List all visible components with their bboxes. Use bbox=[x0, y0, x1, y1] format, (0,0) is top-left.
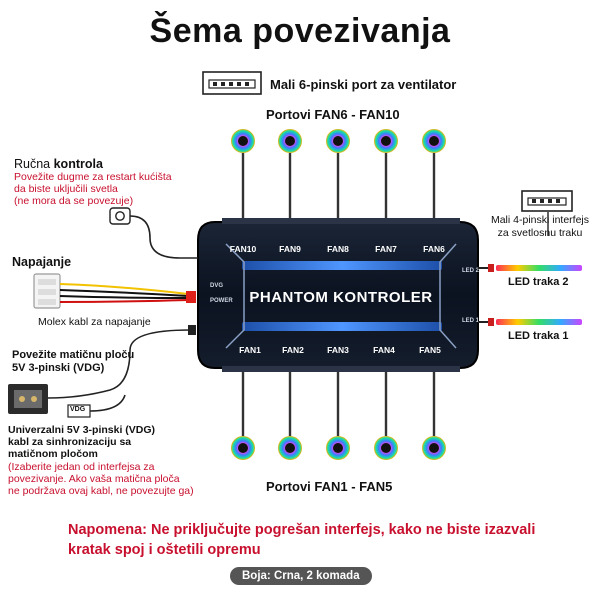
manual-desc-3: (ne mora da se povezuje) bbox=[14, 195, 134, 207]
mobo-warn-1: (Izaberite jedan od interfejsa za bbox=[8, 461, 155, 473]
bottom-light-band bbox=[242, 322, 442, 331]
warning-line-2: kratak spoj i oštetili opremu bbox=[68, 542, 261, 558]
top-light-band bbox=[242, 261, 442, 270]
color-badge: Boja: Crna, 2 komada bbox=[230, 567, 372, 585]
svg-text:DVG: DVG bbox=[210, 283, 223, 289]
port-label-fan4: FAN4 bbox=[373, 345, 395, 355]
mobo-warn-3: ne podržava ovaj kabl, ne povezujte ga) bbox=[8, 485, 194, 497]
fan-top-3 bbox=[326, 129, 350, 218]
fan-top-4 bbox=[374, 129, 398, 218]
led-interface-1: Mali 4-pinski interfejs bbox=[490, 214, 590, 226]
power-heading: Napajanje bbox=[12, 255, 72, 269]
led-strip-1-label: LED traka 1 bbox=[508, 330, 569, 342]
manual-desc-1: Povežite dugme za restart kućišta bbox=[14, 171, 172, 183]
bottom-ports-label: Portovi FAN1 - FAN5 bbox=[266, 479, 393, 494]
molex-connector-icon bbox=[33, 273, 196, 309]
vdg-cable-icon bbox=[47, 325, 196, 418]
mobo-warning-block: (Izaberite jedan od interfejsa za povezi… bbox=[8, 461, 194, 497]
vdg-tag: VDG bbox=[70, 406, 86, 413]
port-label-fan2: FAN2 bbox=[282, 345, 304, 355]
led2-port-label: LED 2 bbox=[462, 268, 480, 274]
universal-cable-block: Univerzalni 5V 3-pinski (VDG) kabl za si… bbox=[8, 424, 155, 460]
port-label-fan7: FAN7 bbox=[375, 244, 397, 254]
port-label-fan5: FAN5 bbox=[419, 345, 441, 355]
fan-bottom-5 bbox=[422, 368, 446, 460]
fan-bottom-1 bbox=[231, 368, 255, 460]
mobo-heading-1: Povežite matičnu ploču bbox=[12, 349, 135, 361]
manual-heading-bold: kontrola bbox=[53, 157, 103, 171]
power-port-label: POWER bbox=[210, 298, 233, 304]
port-label-fan9: FAN9 bbox=[279, 244, 301, 254]
six-pin-port-label: Mali 6-pinski port za ventilator bbox=[270, 77, 457, 92]
bottom-fans bbox=[231, 368, 446, 460]
port-label-fan6: FAN6 bbox=[423, 244, 445, 254]
fan-bottom-3 bbox=[326, 368, 350, 460]
universal-3: matičnom pločom bbox=[8, 448, 98, 460]
led-interface-label: Mali 4-pinski interfejs za svetlosnu tra… bbox=[484, 214, 596, 240]
page-title: Šema povezivanja bbox=[149, 12, 451, 50]
fan-bottom-4 bbox=[374, 368, 398, 460]
warning-line-1: Napomena: Ne priključujte pogrešan inter… bbox=[68, 522, 536, 538]
reset-button-icon bbox=[109, 207, 198, 259]
mobo-heading: Povežite matičnu ploču 5V 3-pinski (VDG) bbox=[12, 349, 134, 375]
fan-top-1 bbox=[231, 129, 255, 218]
four-pin-interface-icon bbox=[521, 190, 573, 212]
mobo-heading-2: 5V 3-pinski (VDG) bbox=[12, 362, 105, 374]
main-warning: Napomena: Ne priključujte pogrešan inter… bbox=[68, 520, 568, 560]
manual-heading-prefix: Ručna bbox=[14, 157, 54, 171]
manual-desc-2: da biste uključili svetla bbox=[14, 183, 118, 195]
led-strip-1 bbox=[478, 318, 582, 326]
mobo-warn-2: povezivanje. Ako vaša matična ploča bbox=[8, 473, 180, 485]
fan-top-5 bbox=[422, 129, 446, 218]
led1-port-label: LED 1 bbox=[462, 318, 480, 324]
molex-label: Molex kabl za napajanje bbox=[38, 316, 151, 328]
universal-1: Univerzalni 5V 3-pinski (VDG) bbox=[8, 424, 156, 436]
fan-top-2 bbox=[278, 129, 302, 218]
controller-body: DVG POWER LED 2 LED 1 PHANTOM KONTROLER … bbox=[197, 218, 480, 372]
controller-name: PHANTOM KONTROLER bbox=[249, 289, 432, 306]
manual-control-block: Ručna kontrola Povežite dugme za restart… bbox=[14, 157, 172, 207]
six-pin-port-icon bbox=[202, 71, 262, 95]
led-strip-2-label: LED traka 2 bbox=[508, 276, 569, 288]
top-ports-label: Portovi FAN6 - FAN10 bbox=[266, 107, 400, 122]
port-label-fan8: FAN8 bbox=[327, 244, 349, 254]
led-strip-2 bbox=[478, 264, 582, 272]
led-interface-2: za svetlosnu traku bbox=[497, 227, 583, 239]
motherboard-chip-icon bbox=[8, 384, 48, 414]
port-label-fan10: FAN10 bbox=[230, 244, 257, 254]
port-label-fan1: FAN1 bbox=[239, 345, 261, 355]
port-label-fan3: FAN3 bbox=[327, 345, 349, 355]
fan-bottom-2 bbox=[278, 368, 302, 460]
universal-2: kabl za sinhronizaciju sa bbox=[8, 436, 132, 448]
top-fans bbox=[231, 129, 446, 218]
